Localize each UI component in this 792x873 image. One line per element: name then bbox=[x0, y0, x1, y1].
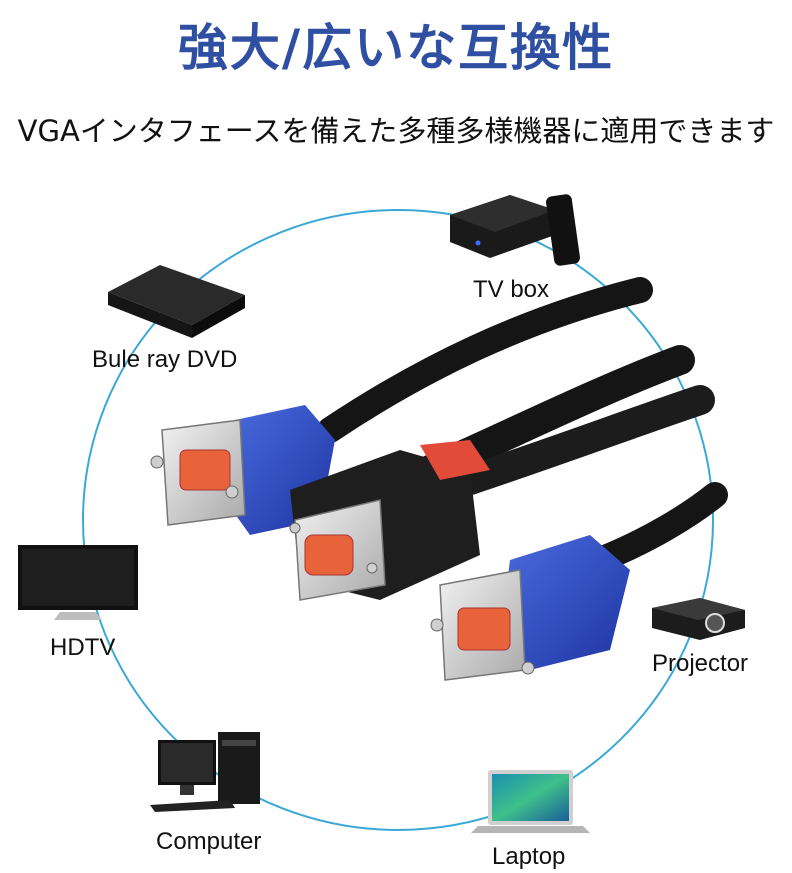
laptop-icon bbox=[471, 770, 590, 833]
label-laptop: Laptop bbox=[492, 843, 566, 870]
hdtv-icon bbox=[18, 545, 138, 620]
label-projector: Projector bbox=[652, 650, 749, 677]
label-bluray-dvd: Bule ray DVD bbox=[92, 346, 238, 373]
bluray-dvd-player-icon bbox=[108, 265, 245, 338]
page-subtitle: VGAインタフェースを備えた多種多様機器に適用できます bbox=[17, 114, 775, 148]
vga-female-connector-right bbox=[430, 535, 630, 681]
label-computer: Computer bbox=[156, 828, 262, 855]
computer-icon bbox=[150, 732, 260, 812]
tv-box-icon bbox=[450, 194, 580, 266]
page-title: 強大/広いな互換性 bbox=[177, 19, 615, 77]
label-hdtv: HDTV bbox=[50, 634, 116, 661]
projector-icon bbox=[652, 598, 745, 640]
connection-ring bbox=[82, 209, 714, 831]
vga-male-connector bbox=[289, 440, 490, 601]
label-tv-box: TV box bbox=[473, 276, 550, 303]
